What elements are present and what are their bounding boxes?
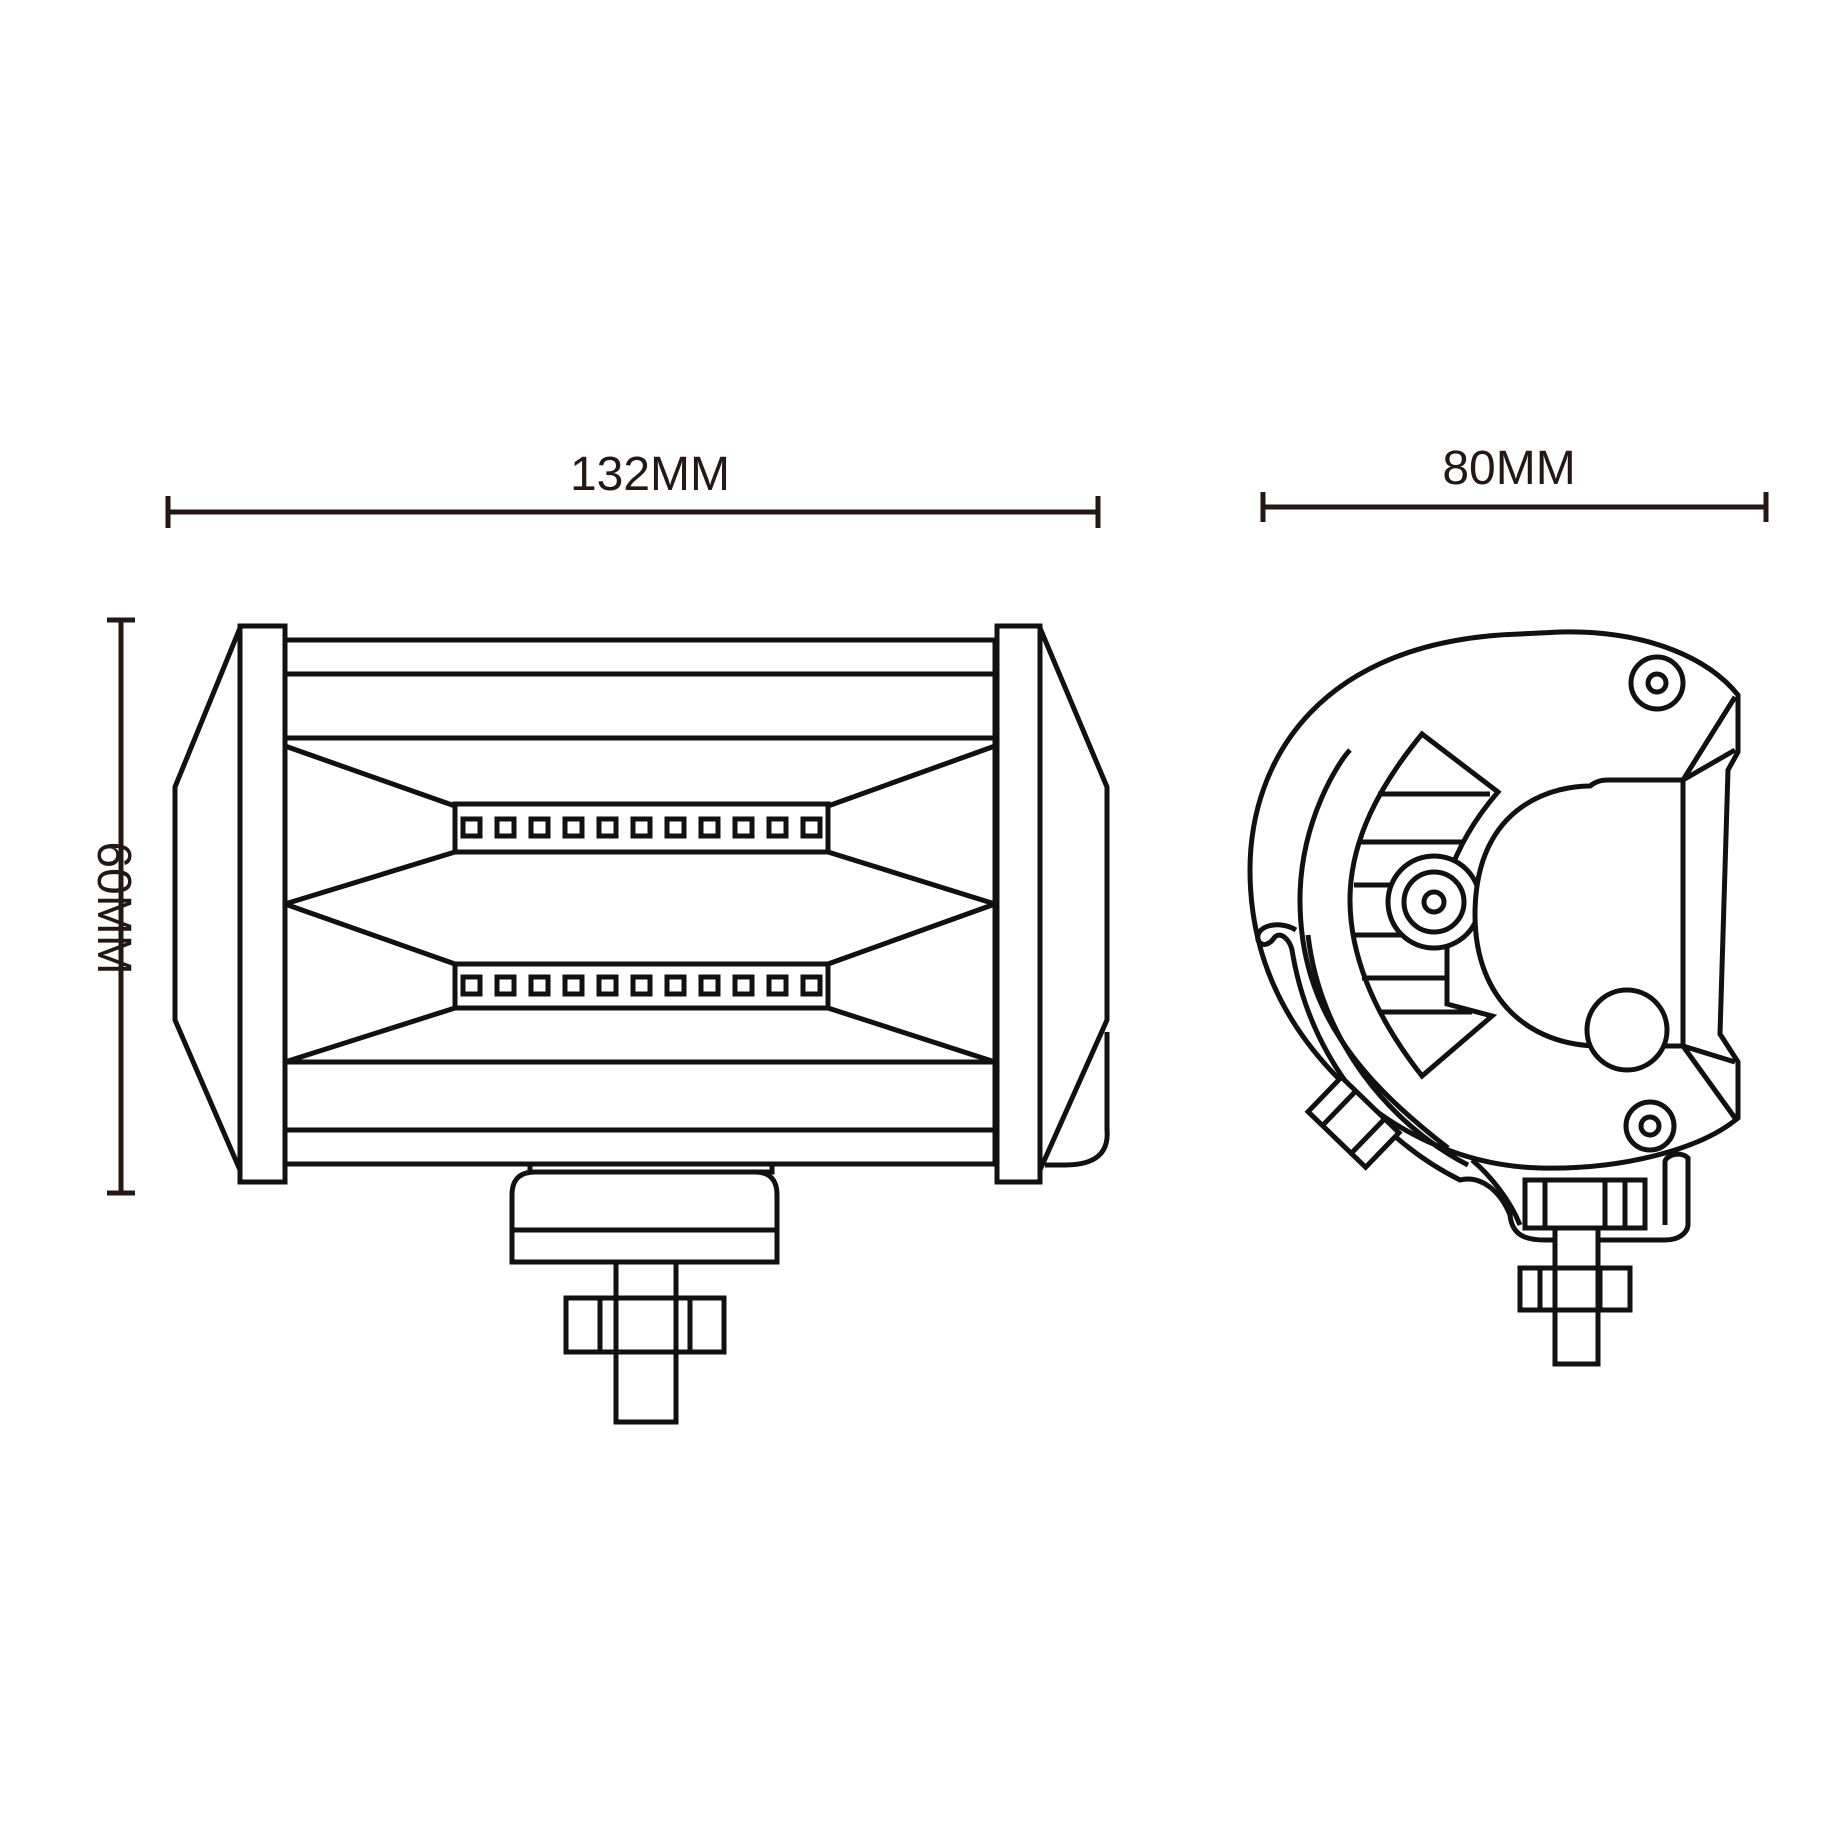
led-chip bbox=[800, 974, 823, 997]
led-chip bbox=[460, 816, 483, 839]
left-end-cap bbox=[172, 627, 243, 1171]
led-chip bbox=[528, 816, 551, 839]
left-side-plate bbox=[237, 623, 288, 1185]
front-view bbox=[172, 623, 1110, 1425]
height-label: 60MM bbox=[87, 841, 140, 974]
led-chip bbox=[460, 974, 483, 997]
front-mount bbox=[509, 1161, 780, 1425]
body-bottom-band bbox=[282, 1127, 998, 1167]
width-dimension: 132MM bbox=[165, 448, 1101, 528]
led-chip bbox=[596, 974, 619, 997]
led-chip bbox=[630, 816, 653, 839]
right-end-cap bbox=[1037, 627, 1110, 1172]
led-chip bbox=[664, 816, 687, 839]
led-chip bbox=[766, 974, 789, 997]
body-top-band bbox=[282, 637, 998, 677]
led-chip bbox=[766, 816, 789, 839]
led-chip bbox=[800, 816, 823, 839]
depth-dimension: 80MM bbox=[1260, 442, 1769, 522]
upper-led-strip bbox=[452, 801, 831, 855]
upper-leds bbox=[460, 816, 823, 839]
right-side-plate bbox=[994, 623, 1043, 1185]
led-chip bbox=[562, 974, 585, 997]
width-label: 132MM bbox=[570, 448, 730, 501]
led-chip bbox=[732, 974, 755, 997]
led-chip bbox=[698, 974, 721, 997]
lower-leds bbox=[460, 974, 823, 997]
led-chip bbox=[698, 816, 721, 839]
upper-reflector bbox=[284, 743, 996, 907]
led-chip bbox=[630, 974, 653, 997]
led-chip bbox=[732, 816, 755, 839]
led-chip bbox=[562, 816, 585, 839]
led-chip bbox=[494, 974, 517, 997]
height-dimension: 60MM bbox=[87, 617, 140, 1196]
depth-label: 80MM bbox=[1442, 442, 1575, 495]
led-chip bbox=[596, 816, 619, 839]
led-chip bbox=[494, 816, 517, 839]
led-chip bbox=[664, 974, 687, 997]
led-chip bbox=[528, 974, 551, 997]
side-view bbox=[1247, 629, 1741, 1367]
